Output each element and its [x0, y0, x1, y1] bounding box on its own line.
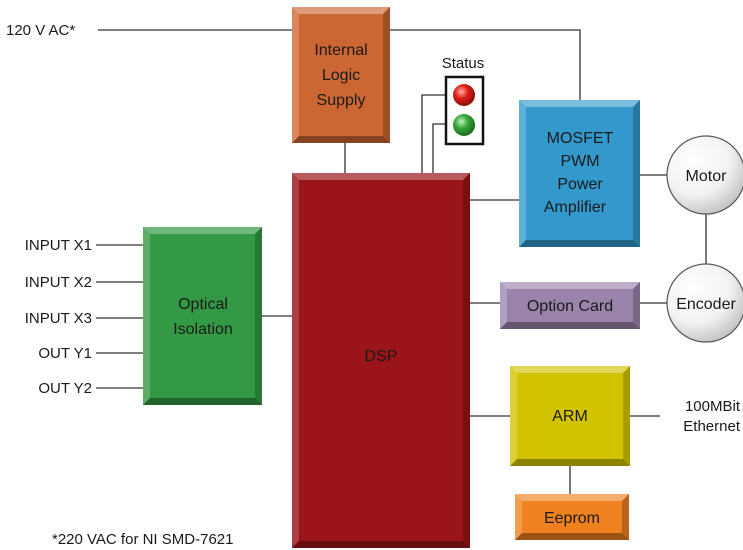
logic-supply-label-1: Internal [314, 42, 367, 59]
motor-icon [666, 135, 743, 215]
option-card-label: Option Card [527, 298, 613, 315]
supply-voltage-label: 120 V AC* [6, 22, 75, 39]
mosfet-label-2: PWM [560, 153, 599, 170]
out-y2-label: OUT Y2 [38, 380, 92, 397]
encoder-icon [666, 263, 743, 343]
status-led-green-icon [453, 114, 475, 136]
dsp-label: DSP [365, 348, 398, 365]
eeprom-label: Eeprom [544, 510, 600, 527]
logic-supply-label-2: Logic [322, 67, 360, 84]
ethernet-label-1: 100MBit [685, 398, 741, 415]
option-card-block: Option Card [500, 282, 640, 329]
optical-label-2: Isolation [173, 321, 233, 338]
wires [96, 29, 707, 494]
mosfet-label-3: Power [557, 176, 603, 193]
motor: Motor [666, 135, 743, 215]
logic-supply-label-3: Supply [317, 92, 366, 109]
optical-label-1: Optical [178, 296, 228, 313]
input-x3-label: INPUT X3 [25, 310, 92, 327]
encoder-label: Encoder [676, 296, 736, 313]
out-y1-label: OUT Y1 [38, 345, 92, 362]
wire-dsp-to-led-green [432, 123, 446, 173]
optical-isolation-block: Optical Isolation [143, 227, 262, 405]
input-x2-label: INPUT X2 [25, 274, 92, 291]
mosfet-amplifier-block: MOSFET PWM Power Amplifier [519, 100, 640, 247]
dsp-block: DSP [292, 173, 470, 548]
logic-supply-block: Internal Logic Supply [292, 7, 390, 143]
input-x1-label: INPUT X1 [25, 237, 92, 254]
eeprom-block: Eeprom [515, 494, 629, 540]
status-led-red-icon [453, 84, 475, 106]
status-label: Status [442, 55, 485, 72]
wire-dsp-to-led-red [421, 94, 446, 173]
ethernet-label-2: Ethernet [683, 418, 741, 435]
status-indicator: Status [442, 55, 485, 146]
wire-supply-to-mosfet [390, 29, 581, 100]
mosfet-label-1: MOSFET [547, 130, 614, 147]
encoder: Encoder [666, 263, 743, 343]
motor-label: Motor [686, 168, 728, 185]
arm-label: ARM [552, 408, 588, 425]
mosfet-label-4: Amplifier [544, 199, 607, 216]
arm-block: ARM [510, 366, 630, 466]
footnote: *220 VAC for NI SMD-7621 [52, 531, 233, 548]
